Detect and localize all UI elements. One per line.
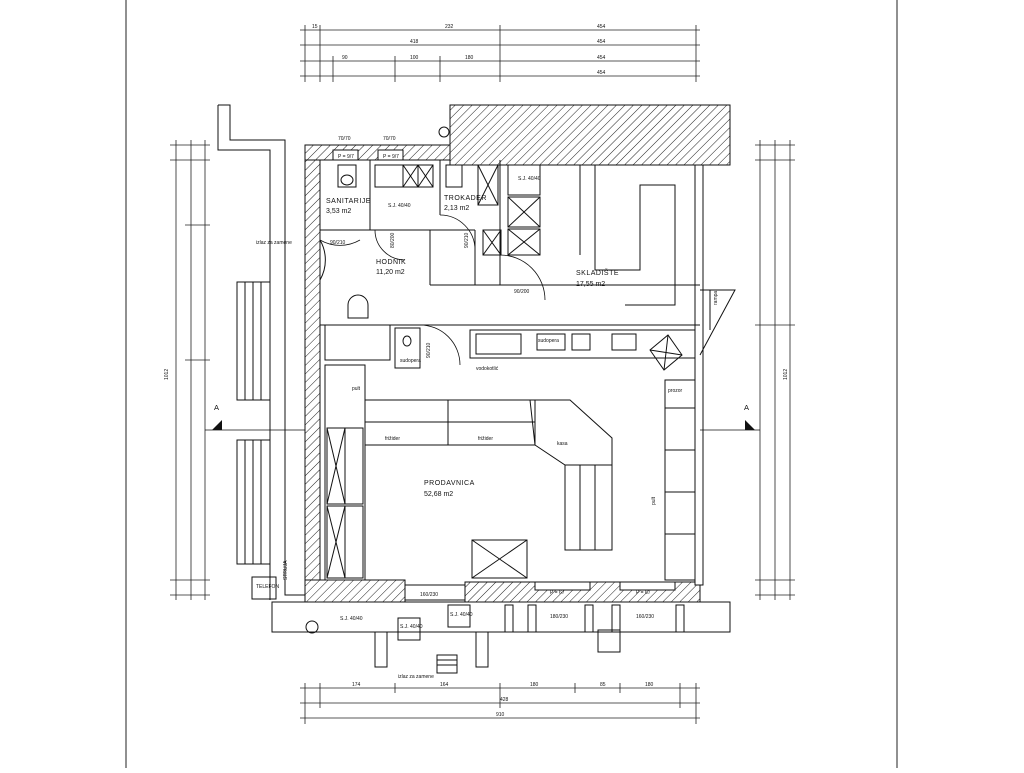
dim-top-4: 454 (597, 70, 606, 76)
room-name-trokader: TROKADER (444, 195, 487, 202)
room-area-prodavnica: 52,68 m2 (424, 491, 453, 498)
windows-top: 70/70 70/70 P = 9/7 P = 9/7 (332, 136, 404, 161)
note-izlaz-left: izlaz za zamene (256, 240, 292, 246)
dim-right-total: 1012 (783, 369, 789, 380)
dim-top-2a: 418 (410, 39, 419, 45)
north-marker (438, 126, 450, 138)
window-label-3: P = 9/7 (338, 154, 354, 160)
room-area-sanitarije: 3,53 m2 (326, 208, 351, 215)
dim-left-total: 1012 (164, 369, 170, 380)
dim-top-1b: 232 (445, 24, 454, 30)
room-name-prodavnica: PRODAVNICA (424, 480, 475, 487)
svg-text:A: A (214, 403, 219, 412)
front-plinth (251, 576, 731, 674)
dim-bot-1b: 164 (440, 682, 449, 688)
label-frizider-left: frižider (385, 436, 400, 442)
top-dim-labels: 15 232 454 418 454 90 100 180 454 454 (312, 24, 606, 76)
dim-top-1a: 15 (312, 24, 318, 30)
section-marker-left: A (205, 403, 305, 431)
dim-top-3d: 454 (597, 55, 606, 61)
window-label-5: P = 67 (550, 590, 565, 596)
room-area-trokader: 2,13 m2 (444, 205, 469, 212)
window-label-4: P = 9/7 (383, 154, 399, 160)
hall-furniture (324, 294, 421, 369)
label-vodokotlic: vodokotlić (476, 366, 499, 372)
bottom-opening-labels: 160/230 P = 67 P = 67 180/230 160/230 (420, 590, 654, 620)
stub-label-2: S.J. 40/40 (518, 176, 541, 182)
door-label-4: 90/200 (514, 289, 530, 295)
room-labels: SANITARIJE 3,53 m2 HODNIK 11,20 m2 TROKA… (326, 195, 619, 498)
room-name-hodnik: HODNIK (376, 259, 406, 266)
shop-labels: pult frižider frižider kasa pult vodokot… (352, 338, 683, 505)
room-area-skladiste: 17,55 m2 (576, 281, 605, 288)
stub-label-5: S.J. 40/40 (450, 612, 473, 618)
room-name-skladiste: SKLADIŠTE (576, 268, 619, 277)
room-area-hodnik: 11,20 m2 (376, 269, 405, 276)
stub-label-3: S.J. 40/40 (340, 616, 363, 622)
sanitary-fixtures (337, 164, 541, 256)
door-label-8: 160/230 (420, 592, 438, 598)
dim-bot-total: 910 (496, 712, 505, 718)
dim-bot-1e: 180 (645, 682, 654, 688)
label-sudopera: sudopera (538, 338, 559, 344)
left-exterior (217, 104, 326, 600)
door-labels: 90/210 80/200 90/210 90/200 90/210 (330, 232, 530, 358)
label-sudopera-small: sudopera (400, 358, 421, 364)
dim-top-3c: 180 (465, 55, 474, 61)
room-name-sanitarije: SANITARIJE (326, 198, 371, 205)
dim-bot-1a: 174 (352, 682, 361, 688)
note-izlaz-bottom: izlaz za zamene (398, 674, 434, 680)
sheet-frame (125, 0, 898, 768)
svg-text:A: A (744, 403, 749, 412)
door-label-2: 80/200 (390, 232, 396, 248)
ramp (699, 289, 736, 356)
label-pult-right: pult (651, 496, 657, 505)
section-marker-right: A (700, 403, 760, 431)
stub-label-4: S.J. 40/40 (400, 624, 423, 630)
bottom-dim-labels: 174 164 180 85 180 428 910 (352, 682, 654, 718)
plinth-labels: TELEFON STRUJA S.J. 40/40 S.J. 40/40 S.J… (256, 560, 473, 680)
label-struja: STRUJA (283, 560, 289, 580)
dim-bot-1d: 85 (600, 682, 606, 688)
window-label-1: 70/70 (338, 136, 351, 142)
label-telefon: TELEFON (256, 584, 279, 590)
stub-label-1: S.J. 40/40 (388, 203, 411, 209)
bottom-openings (404, 581, 676, 601)
right-dimensions (755, 140, 795, 600)
top-dimensions (300, 25, 700, 82)
dim-bot-1c: 180 (530, 682, 539, 688)
bottom-dimensions (300, 683, 700, 724)
walls (304, 104, 731, 603)
note-rampa: rampa (713, 291, 719, 305)
dim-top-2b: 454 (597, 39, 606, 45)
door-label-3: 90/210 (464, 232, 470, 248)
storage-shelving (579, 164, 676, 306)
dim-top-3a: 90 (342, 55, 348, 61)
door-label-5: 90/210 (426, 342, 432, 358)
door-label-1: 90/210 (330, 240, 346, 246)
shop-counters (324, 329, 696, 581)
label-frizider-right: frižider (478, 436, 493, 442)
dim-bot-2: 428 (500, 697, 509, 703)
label-kasa: kasa (557, 441, 568, 447)
dim-top-3b: 100 (410, 55, 419, 61)
window-label-6: P = 67 (636, 590, 651, 596)
label-prozor: prozor (668, 388, 683, 394)
window-label-2: 70/70 (383, 136, 396, 142)
dim-top-1c: 454 (597, 24, 606, 30)
label-pult-left: pult (352, 386, 361, 392)
door-label-10: 160/230 (636, 614, 654, 620)
left-dimensions (170, 140, 210, 600)
door-label-9: 180/230 (550, 614, 568, 620)
door-swings (319, 214, 546, 366)
